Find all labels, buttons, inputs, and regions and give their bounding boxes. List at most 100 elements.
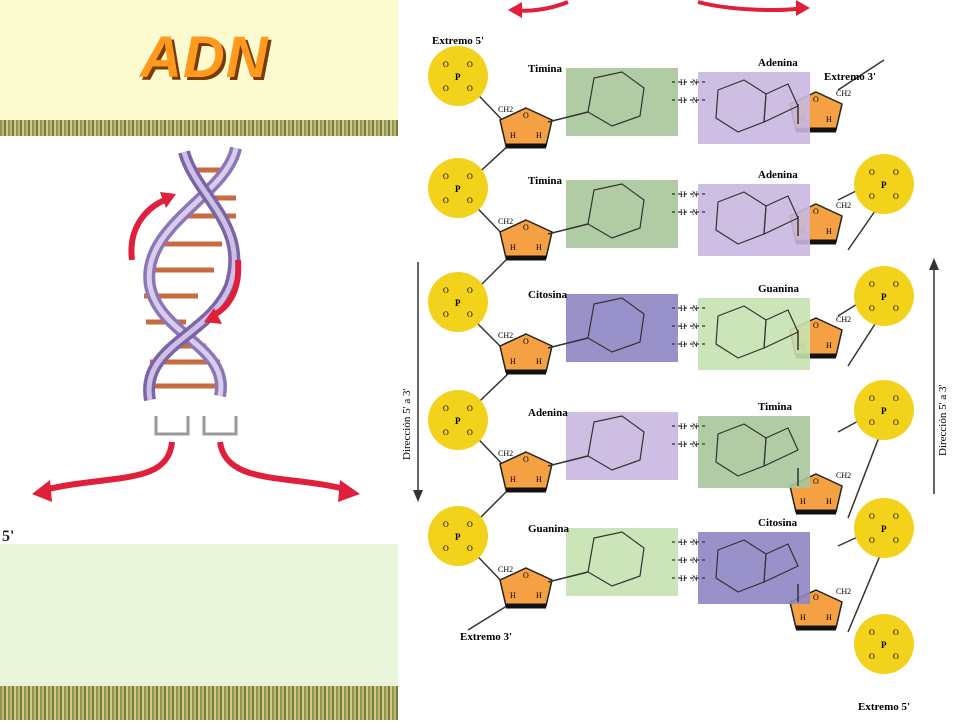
glycosidic-bond-left-2 (547, 337, 589, 349)
deoxyribose-h1-left-2: H (510, 357, 516, 366)
ch2-label-right-0: CH2 (836, 89, 851, 98)
phosphate-oxygen-right-3-2: O (869, 536, 875, 545)
base-label-right-0: Adenina (758, 57, 798, 69)
phosphate-group-right-4 (854, 614, 914, 674)
phosphate-group-left-1 (428, 158, 488, 218)
right-direction-label: Dirección 5' a 3' (937, 385, 949, 456)
phosphate-oxygen-left-4-2: O (443, 544, 449, 553)
deoxyribose-oxygen-left-2: O (523, 337, 529, 346)
phosphate-oxygen-right-4-3: O (893, 652, 899, 661)
ch2-label-right-4: CH2 (836, 587, 851, 596)
hbond-n-3-0: N (692, 422, 698, 431)
phosphate-oxygen-right-3-3: O (893, 536, 899, 545)
phosphate-oxygen-left-3-3: O (467, 428, 473, 437)
phosphate-oxygen-right-3-1: O (893, 512, 899, 521)
phosphate-oxygen-left-4-3: O (467, 544, 473, 553)
ch2-label-right-2: CH2 (836, 315, 851, 324)
deoxyribose-oxygen-left-3: O (523, 455, 529, 464)
base-label-left-0: Timina (528, 63, 563, 75)
dna-structure-diagram: Dirección 5' a 3' Dirección 5' a 3' Extr… (401, 0, 949, 713)
phosphate-oxygen-left-3-2: O (443, 428, 449, 437)
phosphate-oxygen-right-4-1: O (893, 628, 899, 637)
phosphate-group-left-4 (428, 506, 488, 566)
phosphate-oxygen-right-4-0: O (869, 628, 875, 637)
phosphate-oxygen-right-3-0: O (869, 512, 875, 521)
deoxyribose-h2-right-2: H (826, 341, 832, 350)
phosphate-oxygen-left-4-1: O (467, 520, 473, 529)
deoxyribose-h1-right-4: H (800, 613, 806, 622)
phosphate-oxygen-right-1-0: O (869, 280, 875, 289)
phosphate-oxygen-left-1-2: O (443, 196, 449, 205)
hbond-n-1-1: N (692, 208, 698, 217)
cut-off-label: 5' (2, 528, 15, 545)
hbond-n-4-0: N (692, 538, 698, 547)
deoxyribose-h2-right-3: H (826, 497, 832, 506)
phosphate-group-left-3 (428, 390, 488, 450)
hbond-h-0-1: H (680, 96, 686, 105)
double-helix-illustration (32, 146, 360, 502)
deoxyribose-h1-left-4: H (510, 591, 516, 600)
phosphate-atom-right-0: P (881, 180, 887, 190)
glycosidic-bond-left-3 (547, 455, 589, 467)
phosphate-oxygen-left-3-0: O (443, 404, 449, 413)
hbond-h-2-2: H (680, 340, 686, 349)
label-top-left-end: Extremo 5' (432, 35, 484, 47)
deoxyribose-h2-left-2: H (536, 357, 542, 366)
base-timina-left-1 (566, 180, 678, 248)
phosphate-oxygen-right-0-1: O (893, 168, 899, 177)
deoxyribose-oxygen-right-2: O (813, 321, 819, 330)
hbond-h-4-1: H (680, 556, 686, 565)
phosphate-atom-right-4: P (881, 640, 887, 650)
ch2-label-left-2: CH2 (498, 331, 513, 340)
phosphate-group-right-1 (854, 266, 914, 326)
top-arrow-right (697, 0, 805, 12)
base-label-right-4: Citosina (758, 517, 798, 529)
phosphate-oxygen-right-2-1: O (893, 394, 899, 403)
phosphate-oxygen-left-3-1: O (467, 404, 473, 413)
hbond-h-0-0: H (680, 78, 686, 87)
phosphate-oxygen-left-0-3: O (467, 84, 473, 93)
phosphate-atom-left-1: P (455, 184, 461, 194)
deoxyribose-oxygen-left-1: O (523, 223, 529, 232)
base-label-left-1: Timina (528, 175, 563, 187)
hbond-h-2-1: H (680, 322, 686, 331)
hbond-h-1-0: H (680, 190, 686, 199)
deoxyribose-h1-left-0: H (510, 131, 516, 140)
left-backbone-bonds (459, 143, 511, 631)
phosphate-oxygen-right-0-3: O (893, 192, 899, 201)
phosphate-oxygen-right-2-3: O (893, 418, 899, 427)
base-label-left-3: Adenina (528, 407, 568, 419)
bottom-panel (0, 544, 398, 686)
hbond-n-1-0: N (692, 190, 698, 199)
hbond-n-4-1: N (692, 556, 698, 565)
phosphate-oxygen-left-1-0: O (443, 172, 449, 181)
base-guanina-left-4 (566, 528, 678, 596)
hbond-n-2-0: N (692, 304, 698, 313)
deoxyribose-oxygen-right-1: O (813, 207, 819, 216)
ch2-label-right-3: CH2 (836, 471, 851, 480)
left-direction-label: Dirección 5' a 3' (401, 389, 413, 460)
hbond-n-0-0: N (692, 78, 698, 87)
glycosidic-bond-left-4 (547, 571, 589, 583)
hbond-h-4-2: H (680, 574, 686, 583)
phosphate-oxygen-left-1-3: O (467, 196, 473, 205)
phosphate-atom-left-0: P (455, 72, 461, 82)
page-title: ADN (140, 25, 269, 90)
phosphate-oxygen-right-4-2: O (869, 652, 875, 661)
ch2-label-right-1: CH2 (836, 201, 851, 210)
left-direction-arrowhead (413, 490, 423, 502)
right-backbone-bonds (847, 197, 885, 633)
base-citosina-left-2 (566, 294, 678, 362)
hbond-n-0-1: N (692, 96, 698, 105)
deoxyribose-h2-left-0: H (536, 131, 542, 140)
phosphate-group-right-3 (854, 498, 914, 558)
hbond-n-4-2: N (692, 574, 698, 583)
deoxyribose-oxygen-right-0: O (813, 95, 819, 104)
phosphate-oxygen-right-1-3: O (893, 304, 899, 313)
phosphate-atom-right-2: P (881, 406, 887, 416)
phosphate-oxygen-right-2-0: O (869, 394, 875, 403)
phosphate-oxygen-right-1-1: O (893, 280, 899, 289)
phosphate-oxygen-left-2-0: O (443, 286, 449, 295)
base-ring2-right-4 (763, 543, 799, 583)
hbond-n-2-2: N (692, 340, 698, 349)
